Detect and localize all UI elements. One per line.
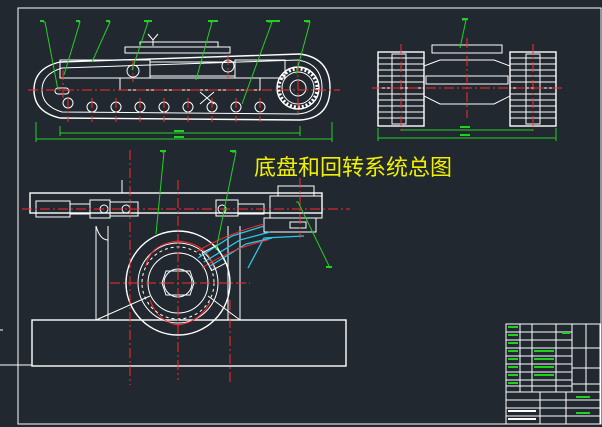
section-view-slewing xyxy=(22,150,350,385)
front-view-dimensions xyxy=(35,122,333,142)
drawing-title: 底盘和回转系统总图 xyxy=(254,156,453,181)
title-block xyxy=(505,323,601,425)
hydraulic-lines xyxy=(195,223,305,269)
section-view-leaders xyxy=(155,150,332,269)
base-block xyxy=(31,319,347,367)
pinion-motor xyxy=(201,244,227,272)
front-view-leaders xyxy=(40,20,311,105)
side-frame xyxy=(423,59,511,105)
turntable-plate xyxy=(124,46,231,54)
front-view-track xyxy=(28,20,340,142)
top-marker xyxy=(147,33,159,46)
side-view-dimensions xyxy=(377,126,557,141)
side-view-tracks xyxy=(372,18,564,141)
sheet-border xyxy=(17,7,602,425)
motor-housing xyxy=(269,195,323,219)
